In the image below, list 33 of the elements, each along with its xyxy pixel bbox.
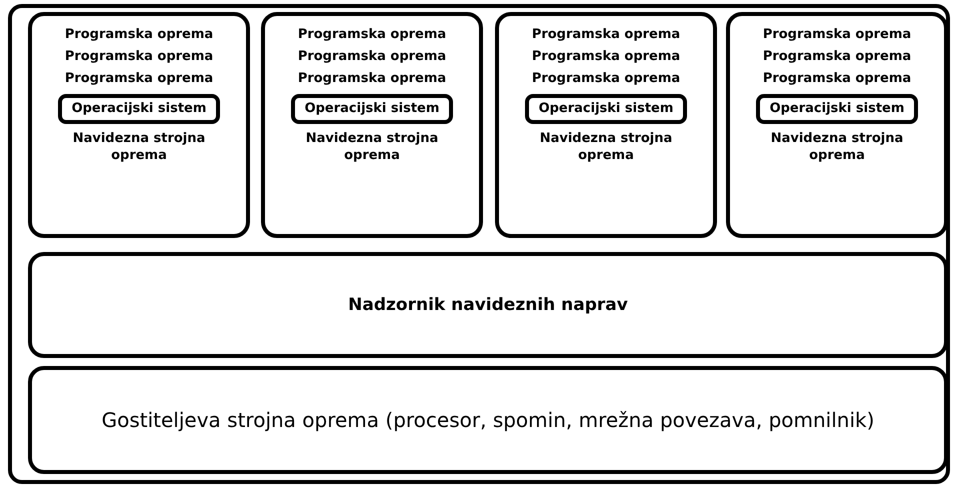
os-box <box>290 94 454 124</box>
os-label: Operacijski sistem <box>304 100 440 118</box>
os-box <box>524 94 688 124</box>
os-label: Operacijski sistem <box>770 100 904 118</box>
os-box <box>58 94 220 124</box>
os-label: Operacijski sistem <box>538 100 674 118</box>
software-label: Programska oprema <box>532 48 680 66</box>
software-label: Programska oprema <box>64 70 214 88</box>
virtual-machine-box <box>726 12 948 238</box>
software-label: Programska oprema <box>762 26 912 44</box>
software-label: Programska oprema <box>532 26 680 44</box>
layer-label: Gostiteljeva strojna oprema (procesor, spomin, mrežna povezava, pomnilnik) <box>102 408 874 432</box>
virtual-machine-box <box>261 12 483 238</box>
software-label: Programska oprema <box>762 70 912 88</box>
os-label: Operacijski sistem <box>72 100 206 118</box>
host-hardware-layer <box>28 366 948 474</box>
software-label: Programska oprema <box>298 48 446 66</box>
software-label: Programska oprema <box>532 70 680 88</box>
software-label: Programska oprema <box>762 48 912 66</box>
software-label: Programska oprema <box>64 48 214 66</box>
software-label: Programska oprema <box>298 70 446 88</box>
os-box <box>756 94 918 124</box>
hypervisor-layer <box>28 252 948 358</box>
layer-label: Nadzornik navideznih naprav <box>348 295 628 315</box>
hardware-label: Navidezna strojna oprema <box>770 130 904 164</box>
hardware-label: Navidezna strojna oprema <box>72 130 206 164</box>
hardware-label: Navidezna strojna oprema <box>538 130 674 164</box>
software-label: Programska oprema <box>298 26 446 44</box>
virtual-machine-box <box>495 12 717 238</box>
software-label: Programska oprema <box>64 26 214 44</box>
system-frame <box>8 4 950 484</box>
virtual-machine-box <box>28 12 250 238</box>
hardware-label: Navidezna strojna oprema <box>304 130 440 164</box>
